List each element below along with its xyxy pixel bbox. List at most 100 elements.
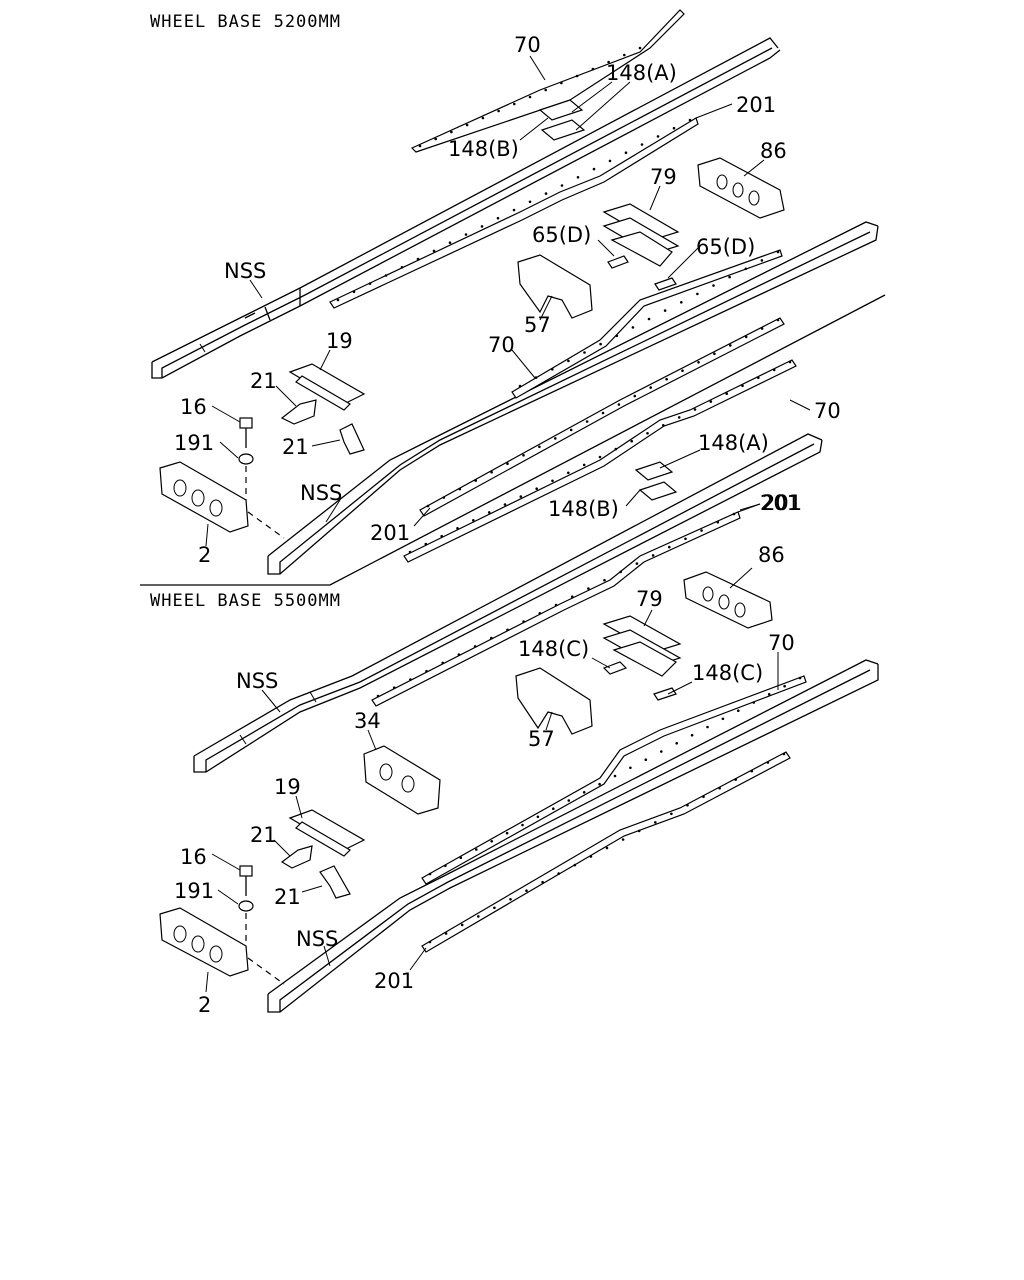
side-rail-upper [151, 37, 781, 379]
shim-65-right [654, 277, 677, 291]
bolt-hole [718, 786, 721, 790]
bolt-hole [583, 351, 586, 354]
bolt-hole [528, 95, 532, 99]
bolt-hole [741, 384, 744, 388]
label-21-a: 21 [250, 823, 277, 847]
reinforcement-70-upper [410, 9, 685, 153]
bolt-hole [567, 471, 570, 475]
label-201-lower: 201 [762, 491, 802, 515]
bolt-hole [619, 570, 622, 574]
bolt-hole [788, 360, 792, 364]
crossmember-19 [288, 809, 366, 857]
bolt-hole [442, 496, 446, 499]
bolt-hole [496, 216, 500, 220]
bolt-hole [418, 144, 422, 148]
bolt-hole [441, 661, 445, 665]
bolt-hole [663, 309, 667, 312]
label-nss-lower: NSS [296, 927, 338, 951]
bolt-hole [490, 840, 494, 843]
bolt-hole [448, 241, 452, 244]
bolt-hole [623, 53, 626, 57]
leader-lines-1 [205, 55, 811, 547]
shim-148c-left [602, 661, 628, 675]
label-16: 16 [180, 395, 207, 419]
bolt-hole [444, 932, 448, 935]
bolt-hole [615, 334, 619, 338]
bolt-hole [798, 676, 802, 680]
bolt-hole [607, 60, 610, 64]
label-21-b: 21 [282, 435, 309, 459]
bolt-hole [656, 135, 660, 138]
bolt-hole [712, 284, 715, 287]
bolt-hole [560, 81, 563, 85]
bracket-21-b [339, 423, 365, 455]
label-86: 86 [758, 543, 785, 567]
bolt-hole [440, 534, 444, 538]
bolt-hole [776, 318, 780, 322]
bolt-hole [521, 823, 524, 827]
bolt-hole [752, 701, 756, 704]
bolt-hole [638, 46, 642, 50]
bolt-hole [573, 863, 577, 867]
crossmember-79 [602, 615, 682, 677]
bolt-hole [640, 143, 644, 146]
label-65d-left: 65(D) [532, 223, 591, 247]
bolt-hole [767, 693, 771, 696]
bolt-hole [681, 369, 684, 373]
bolt-hole [541, 880, 544, 884]
bolt-hole [614, 447, 618, 451]
bolt-hole [680, 301, 683, 304]
bolt-hole [432, 249, 436, 253]
crossmember-79 [602, 203, 680, 267]
label-148c-left: 148(C) [518, 637, 589, 661]
bolt-hole [716, 521, 720, 524]
bolt-hole [598, 782, 601, 786]
part-labels-1: 70 148(A) 201 148(B) 86 79 65(D) 65(D) N… [174, 33, 841, 567]
reinforcement-70-right [403, 359, 797, 563]
bolt-hole [428, 872, 432, 876]
label-57: 57 [524, 313, 551, 337]
label-16: 16 [180, 845, 207, 869]
bolt-hole [599, 342, 602, 346]
label-201-lower: 201 [374, 969, 414, 993]
label-57: 57 [528, 727, 555, 751]
crossmember-86 [697, 157, 785, 219]
label-148b-mid: 148(B) [548, 497, 619, 521]
bolt-hole [551, 479, 554, 483]
bolt-hole [456, 527, 459, 530]
bolt-holes [336, 46, 802, 944]
bolt-hole [688, 118, 692, 122]
shim-148c-right [653, 687, 677, 701]
bolt-hole [766, 761, 770, 764]
label-148c-right: 148(C) [692, 661, 763, 685]
bolt-hole [551, 368, 554, 371]
bolt-hole [635, 562, 639, 565]
crossmember-2 [159, 461, 285, 539]
bolt-hole [662, 424, 665, 427]
section-header: WHEEL BASE 5200MM [150, 12, 341, 32]
bolt-hole [725, 392, 728, 396]
bolt-hole [721, 717, 725, 721]
bolt-hole [458, 487, 462, 491]
label-86: 86 [760, 139, 787, 163]
bolt-hole [509, 898, 512, 901]
bolt-hole [644, 758, 648, 761]
bolt-hole [477, 915, 480, 918]
leader-lines-2 [205, 503, 779, 993]
bolt-hole [631, 326, 635, 329]
bolt-hole [591, 67, 595, 71]
bolt-hole [522, 620, 525, 623]
bolt-hole [513, 102, 516, 106]
bolt-hole [598, 455, 602, 459]
bolt-hole [702, 795, 705, 798]
bolt-hole [575, 74, 579, 78]
bolt-hole [475, 848, 478, 851]
bolt-hole [384, 274, 388, 277]
label-nss-upper: NSS [236, 669, 278, 693]
bolt-hole [589, 855, 593, 858]
bolt-hole [450, 130, 453, 134]
bolt-hole [772, 368, 776, 372]
bolt-hole [582, 791, 586, 794]
bolt-hole [528, 200, 532, 204]
